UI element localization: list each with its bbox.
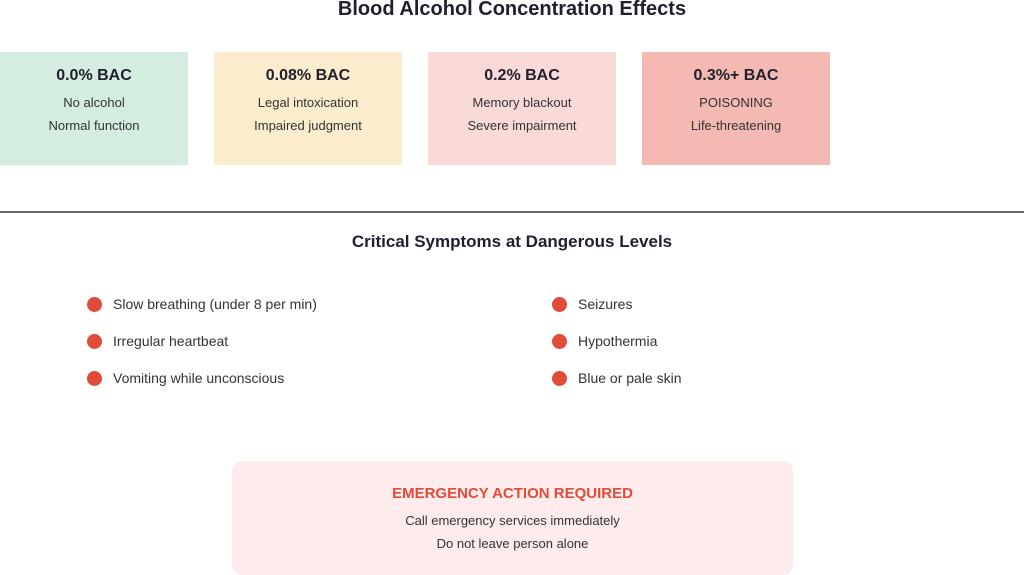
bac-level: 0.3%+ BAC xyxy=(693,67,779,84)
bac-effect-detail: Normal function xyxy=(48,118,140,133)
symptom-label: Hypothermia xyxy=(578,333,658,349)
bac-level: 0.2% BAC xyxy=(484,67,560,84)
bac-level: 0.08% BAC xyxy=(265,67,351,84)
symptom-item: Irregular heartbeat xyxy=(87,331,228,351)
bullet-dot-icon xyxy=(87,370,102,386)
bac-level: 0.0% BAC xyxy=(56,67,132,84)
bac-effect-detail: Life-threatening xyxy=(690,118,782,133)
symptoms-title: Critical Symptoms at Dangerous Levels xyxy=(351,232,673,251)
symptom-label: Slow breathing (under 8 per min) xyxy=(113,296,317,312)
emergency-instruction: Do not leave person alone xyxy=(436,536,589,551)
symptom-label: Seizures xyxy=(578,296,633,312)
symptom-item: Hypothermia xyxy=(552,331,657,351)
bac-effect: Memory blackout xyxy=(472,95,572,110)
page-title: Blood Alcohol Concentration Effects xyxy=(337,0,687,20)
symptom-item: Seizures xyxy=(552,294,632,314)
bac-effect-detail: Impaired judgment xyxy=(254,118,362,133)
bac-effect-detail: Severe impairment xyxy=(467,118,577,133)
symptom-label: Vomiting while unconscious xyxy=(113,370,285,386)
section-divider xyxy=(0,211,1024,213)
bac-card-0: 0.0% BAC No alcohol Normal function xyxy=(0,52,188,165)
bullet-dot-icon xyxy=(552,296,567,312)
symptom-item: Blue or pale skin xyxy=(552,368,682,388)
symptom-label: Blue or pale skin xyxy=(578,370,682,386)
bac-effect: POISONING xyxy=(699,95,773,110)
emergency-box: EMERGENCY ACTION REQUIRED Call emergency… xyxy=(232,461,793,575)
bac-card-008: 0.08% BAC Legal intoxication Impaired ju… xyxy=(214,52,402,165)
emergency-title: EMERGENCY ACTION REQUIRED xyxy=(392,485,633,502)
bullet-dot-icon xyxy=(552,370,567,386)
bullet-dot-icon xyxy=(87,333,102,349)
bullet-dot-icon xyxy=(552,333,567,349)
bac-card-02: 0.2% BAC Memory blackout Severe impairme… xyxy=(428,52,616,165)
bullet-dot-icon xyxy=(87,296,102,312)
emergency-instruction: Call emergency services immediately xyxy=(405,513,620,528)
symptom-item: Slow breathing (under 8 per min) xyxy=(87,294,317,314)
symptom-label: Irregular heartbeat xyxy=(113,333,229,349)
bac-card-03: 0.3%+ BAC POISONING Life-threatening xyxy=(642,52,830,165)
symptom-item: Vomiting while unconscious xyxy=(87,368,284,388)
bac-effect: Legal intoxication xyxy=(257,95,359,110)
bac-effect: No alcohol xyxy=(63,95,125,110)
